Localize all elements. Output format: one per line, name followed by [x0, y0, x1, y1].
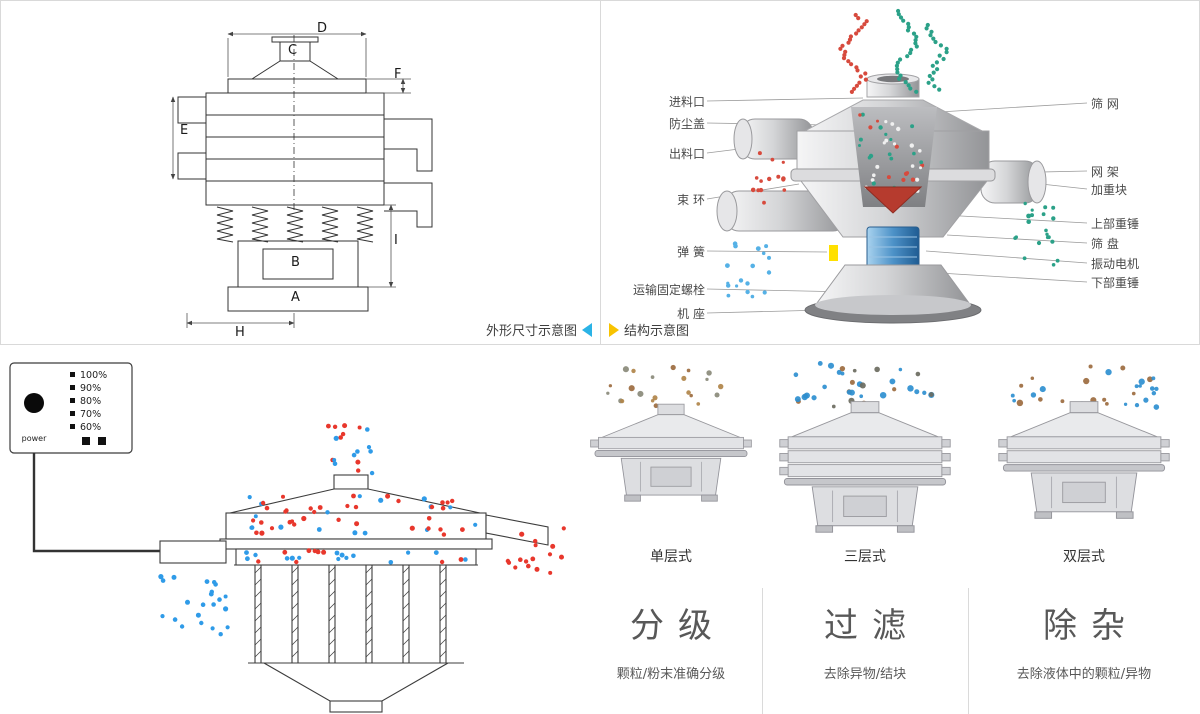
label-transport-bolt: 运输固定螺栓: [632, 283, 705, 297]
power-knob: [24, 393, 44, 413]
column-divider: [968, 588, 969, 714]
spring-highlight: [829, 245, 838, 261]
dimension-lines: [170, 31, 411, 328]
function-name-impurity-removal: 除杂: [1043, 606, 1139, 646]
top-section: D C F E B A H I 外形尺寸示意图: [0, 0, 1200, 345]
type-column-triple: 三层式 过滤 去除异物/结块: [762, 352, 968, 714]
machine-three-layer-image: [779, 361, 951, 533]
inner-cone: [863, 186, 923, 214]
type-label-triple: 三层式: [844, 549, 886, 565]
deck-particles-red: [247, 493, 478, 537]
label-lower-hammer: 下部重锤: [1091, 276, 1140, 290]
teal-particle-stream: [894, 8, 919, 94]
red-particles-left: [750, 151, 787, 205]
springs: [216, 206, 374, 243]
label-spring: 弹 簧: [677, 245, 705, 259]
arrow-left-icon: [582, 322, 592, 337]
svg-text:70%: 70%: [80, 409, 101, 420]
dim-label-I: I: [394, 233, 398, 248]
function-name-filtering: 过滤: [824, 606, 920, 646]
blue-particles-left: [725, 241, 772, 299]
power-cable: [32, 453, 162, 553]
caption-dimension-text: 外形尺寸示意图: [485, 324, 577, 339]
function-desc-impurity-removal: 去除液体中的颗粒/异物: [1016, 667, 1152, 682]
working-principle-sketch: power 100% 90% 80% 70% 60%: [9, 362, 566, 713]
label-feed-inlet: 进料口: [668, 95, 705, 109]
machine-single-layer-image: [590, 364, 752, 502]
label-sieve-plate: 筛 盘: [1091, 237, 1119, 251]
dim-label-B: B: [291, 255, 300, 270]
svg-text:90%: 90%: [80, 383, 101, 394]
svg-text:60%: 60%: [80, 422, 101, 433]
machine-double-layer-image: [998, 364, 1170, 519]
label-screen-mesh: 筛 网: [1091, 97, 1119, 111]
label-outlet: 出料口: [668, 147, 705, 161]
power-label: power: [22, 434, 47, 443]
label-clamp-ring: 束 环: [677, 193, 705, 207]
type-column-double: 双层式 除杂 去除液体中的颗粒/异物: [968, 352, 1200, 714]
structure-diagram-panel: 进料口 防尘盖 出料口 束 环 弹 簧 运输固定螺栓 机 座 筛 网 网 架 加…: [601, 1, 1199, 344]
product-types-section: 单层式 分级 颗粒/粉末准确分级 三层式 过滤 去除异物/结块 双层式 除杂 去…: [580, 352, 1200, 714]
dimension-diagram-panel: D C F E B A H I 外形尺寸示意图: [1, 1, 600, 344]
teal-particle-stream-2: [924, 22, 949, 92]
label-weight-block: 加重块: [1091, 183, 1128, 197]
label-machine-base: 机 座: [677, 307, 705, 321]
dim-label-A: A: [291, 290, 300, 305]
type-label-double: 双层式: [1063, 549, 1105, 565]
column-divider: [762, 588, 763, 714]
dim-label-F: F: [394, 67, 402, 82]
label-mesh-frame: 网 架: [1091, 165, 1119, 179]
function-desc-filtering: 去除异物/结块: [823, 667, 907, 682]
machine-body: [790, 73, 996, 324]
spring-legs: [254, 565, 447, 663]
type-column-single: 单层式 分级 颗粒/粉末准确分级: [580, 352, 762, 714]
falling-particles-right: [505, 526, 566, 575]
bottom-section: power 100% 90% 80% 70% 60%: [0, 345, 1200, 714]
machine-outline: [177, 35, 433, 312]
power-levels: 100% 90% 80% 70% 60%: [70, 370, 107, 433]
falling-particles-left: [158, 574, 230, 637]
function-desc-grading: 颗粒/粉末准确分级: [616, 667, 726, 682]
dim-label-H: H: [235, 325, 245, 340]
dim-label-C: C: [288, 43, 298, 58]
label-upper-hammer: 上部重锤: [1091, 217, 1140, 231]
teal-particles-right: [1013, 201, 1060, 267]
svg-text:80%: 80%: [80, 396, 101, 407]
dim-label-E: E: [180, 123, 189, 138]
dimension-drawing: [170, 31, 433, 328]
interior-particles: [858, 112, 925, 194]
red-particle-stream: [838, 12, 869, 94]
label-dust-cover: 防尘盖: [668, 117, 705, 131]
structure-drawing: [706, 8, 1088, 324]
caption-structure: 结构示意图: [609, 320, 689, 339]
function-name-grading: 分级: [630, 606, 726, 646]
label-vibration-motor: 振动电机: [1091, 257, 1140, 271]
type-label-single: 单层式: [650, 549, 692, 565]
caption-structure-text: 结构示意图: [624, 324, 690, 339]
svg-text:100%: 100%: [80, 370, 107, 381]
sieve-machine-outline: [159, 474, 549, 713]
dim-label-D: D: [317, 21, 328, 36]
inlet-particles: [326, 423, 375, 476]
control-box: power 100% 90% 80% 70% 60%: [9, 362, 133, 454]
arrow-right-icon: [609, 322, 619, 337]
caption-dimension: 外形尺寸示意图: [486, 320, 592, 339]
deck-particles-blue: [244, 548, 468, 565]
panel-divider: [600, 1, 601, 344]
